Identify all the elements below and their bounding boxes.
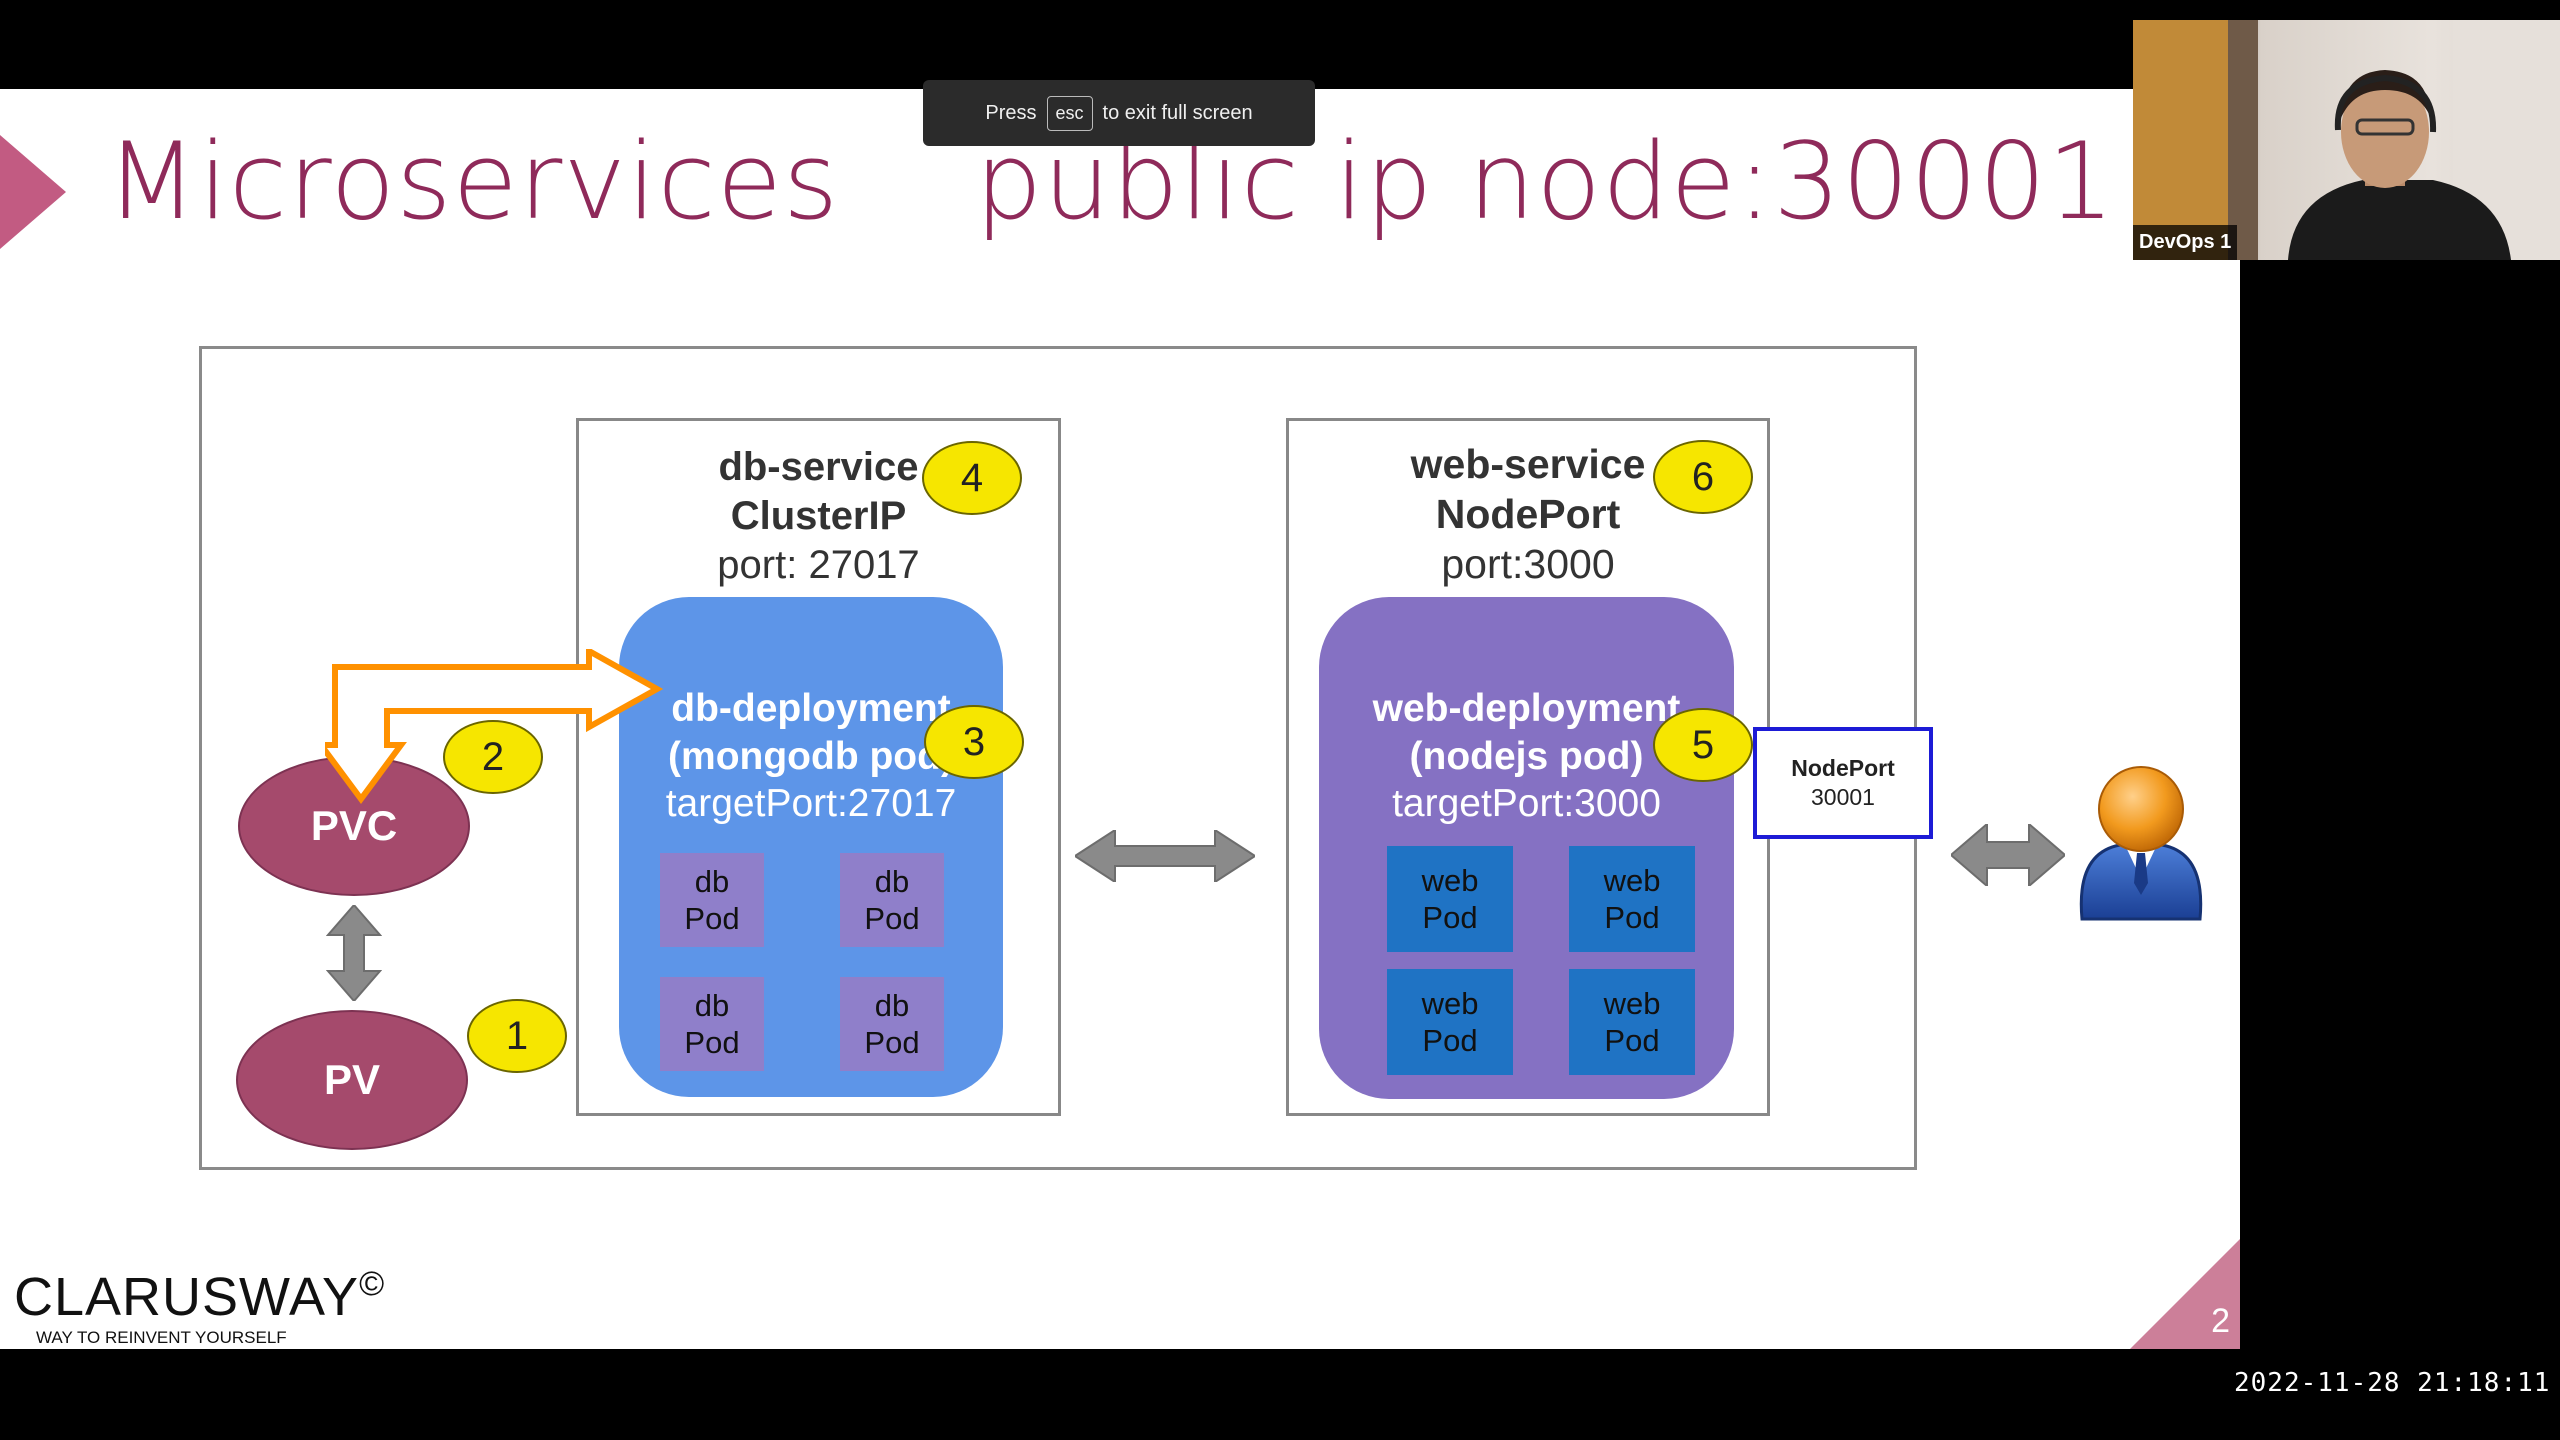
- esc-key: esc: [1046, 95, 1093, 131]
- accent-triangle: [0, 135, 66, 249]
- slide-subtitle: public ip node:30001: [975, 120, 2116, 243]
- timestamp: 2022-11-28 21:18:11: [2234, 1368, 2551, 1398]
- web-service-port: port:3000: [1441, 541, 1615, 588]
- webcam-tile[interactable]: DevOps 1: [2133, 20, 2560, 260]
- badge-1: 1: [467, 999, 567, 1073]
- nodeport-port: 30001: [1811, 784, 1875, 810]
- db-deployment-pod-type: (mongodb pod): [668, 734, 954, 778]
- fullscreen-toast: Press esc to exit full screen: [923, 80, 1315, 146]
- toast-text-after: to exit full screen: [1102, 101, 1253, 124]
- brand-tagline: WAY TO REINVENT YOURSELF: [36, 1328, 287, 1347]
- slide-title: Microservices: [106, 120, 840, 243]
- nodeport-box: NodePort 30001: [1753, 727, 1933, 839]
- db-service-name: db-service: [718, 445, 919, 489]
- db-deployment-name: db-deployment: [671, 687, 951, 730]
- db-service-box: db-service ClusterIP port: 27017: [576, 418, 1061, 1116]
- presenter-video: [2133, 20, 2560, 260]
- toast-text-before: Press: [985, 101, 1037, 124]
- badge-6: 6: [1653, 440, 1753, 514]
- service-link-arrow: [1075, 830, 1255, 882]
- web-service-type: NodePort: [1435, 491, 1621, 538]
- db-deployment-target-port: targetPort:27017: [665, 782, 957, 826]
- webcam-name: DevOps 1: [2133, 225, 2238, 260]
- badge-3: 3: [924, 705, 1024, 779]
- db-service-port: port: 27017: [717, 542, 920, 587]
- pv-ellipse: PV: [236, 1010, 468, 1150]
- web-deployment-target-port: targetPort:3000: [1392, 782, 1661, 826]
- web-deployment-name: web-deployment: [1372, 687, 1681, 730]
- badge-4: 4: [922, 441, 1022, 515]
- db-service-type: ClusterIP: [730, 493, 907, 538]
- brand-logo: CLARUSWAY© WAY TO REINVENT YOURSELF: [14, 1267, 385, 1348]
- nodeport-title: NodePort: [1791, 755, 1895, 782]
- page-number: 2: [2211, 1302, 2230, 1340]
- pvc-pv-arrow: [326, 905, 382, 1001]
- web-deployment-pod-type: (nodejs pod): [1409, 734, 1644, 778]
- web-service-name: web-service: [1410, 441, 1646, 487]
- badge-2: 2: [443, 720, 543, 794]
- slide: Microservices public ip node:30001 db-se…: [0, 89, 2240, 1349]
- page-corner: [2130, 1239, 2240, 1349]
- brand-name: CLARUSWAY: [14, 1267, 360, 1327]
- brand-mark: ©: [359, 1265, 386, 1303]
- nodeport-user-arrow: [1951, 824, 2065, 886]
- badge-5: 5: [1653, 708, 1753, 782]
- pvc-db-arrow: [325, 649, 664, 805]
- user-icon: [2079, 766, 2203, 921]
